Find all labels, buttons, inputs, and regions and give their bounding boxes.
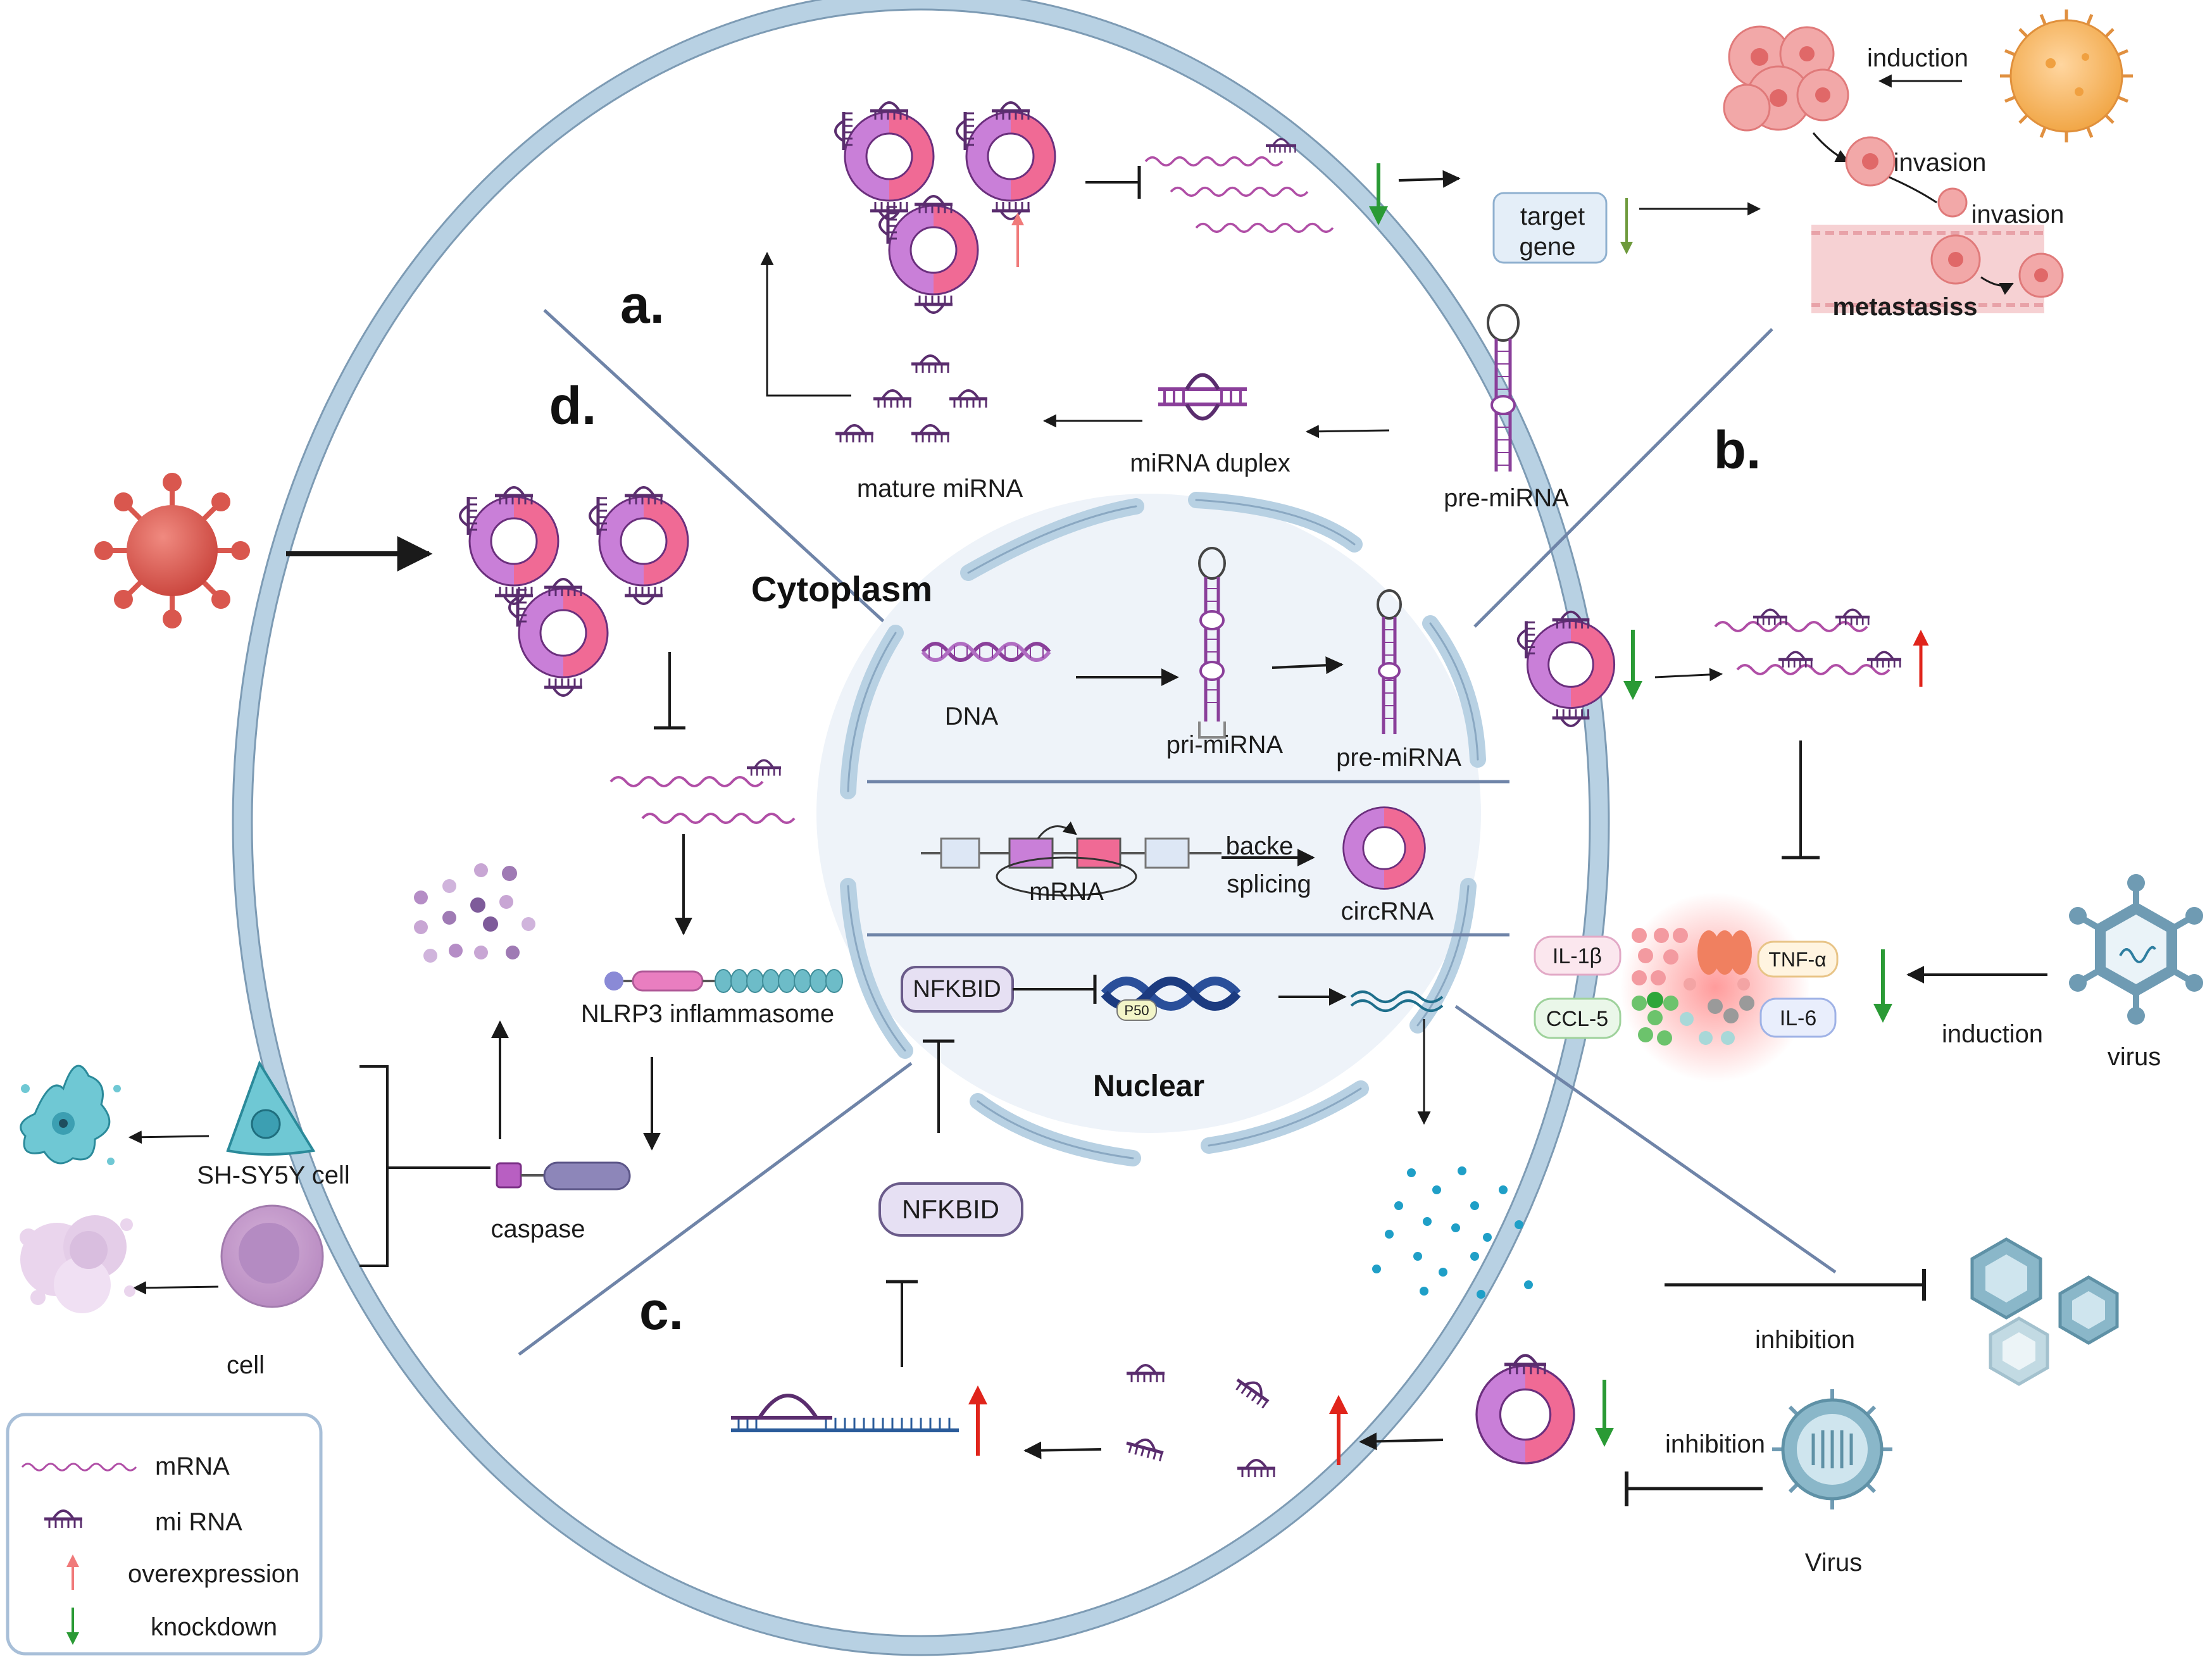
- damaged-shsy5y-cell-icon: [20, 1065, 121, 1165]
- svg-text:gene: gene: [1520, 233, 1576, 261]
- splicing-label: splicing: [1227, 870, 1311, 898]
- backe-label: backe: [1226, 832, 1294, 860]
- p50-label: P50: [1124, 1003, 1149, 1018]
- invasion-label-2: invasion: [1971, 201, 2065, 228]
- nlrp3-label: NLRP3 inflammasome: [581, 1000, 834, 1028]
- panel-b-induction-label: induction: [1942, 1020, 2043, 1048]
- pri-mirna-hairpin-icon: [1198, 547, 1226, 739]
- cytokine-tnfa: TNF-α: [1757, 940, 1839, 978]
- blue-virus-icon: [2069, 874, 2203, 1025]
- dna-label: DNA: [945, 703, 999, 730]
- cell-membrane: [232, 0, 1610, 1656]
- pre-mirna-hairpin-icon: [1377, 589, 1402, 734]
- mrna-label: mRNA: [1029, 878, 1104, 906]
- panel-a-pre-mirna-label: pre-miRNA: [1444, 484, 1569, 512]
- panel-c-mirna-cluster-icon: [1124, 1365, 1275, 1477]
- dna-icon: [921, 642, 1051, 662]
- caspase-label: caspase: [491, 1215, 585, 1243]
- tumor-cell-cluster-icon: [1723, 25, 1849, 132]
- circrna-label: circRNA: [1341, 897, 1434, 925]
- inhibition-label-2: inhibition: [1665, 1430, 1765, 1458]
- nfkbid-box: NFKBID: [901, 966, 1014, 1013]
- panel-d-circrna-cluster: [460, 487, 688, 696]
- panel-a-circrna-cluster: [835, 103, 1055, 313]
- svg-text:IL-6: IL-6: [1780, 1006, 1817, 1030]
- panel-c-virus-icon: [1772, 1389, 1892, 1509]
- shsy5y-label: SH-SY5Y cell: [197, 1161, 350, 1189]
- panel-b-mrna-mirna-icon: [1714, 609, 1901, 675]
- cytoplasm-label: Cytoplasm: [751, 569, 932, 609]
- panel-c-nfkbid-box: NFKBID: [878, 1182, 1023, 1237]
- nlrp3-inflammasome-icon: [604, 969, 843, 993]
- generic-cell-icon: [220, 1204, 324, 1308]
- panel-label-d: d.: [549, 376, 597, 435]
- mature-mirna-cluster-icon: [835, 356, 987, 442]
- p50-dna-icon: P50: [1101, 977, 1241, 1021]
- panel-c-circrna-icon: [1475, 1356, 1575, 1465]
- panel-b-virus-label: virus: [2108, 1043, 2161, 1071]
- legend: mRNA mi RNA overexpression knockdown: [6, 1413, 323, 1656]
- legend-mrna-label: mRNA: [155, 1453, 230, 1480]
- invading-cell-icon: [1845, 136, 1896, 187]
- panel-label-a: a.: [620, 275, 665, 334]
- cell-label: cell: [227, 1351, 265, 1379]
- svg-text:IL-1β: IL-1β: [1553, 944, 1602, 968]
- panel-c-virus-label: Virus: [1805, 1549, 1862, 1577]
- sector-dividers: [518, 309, 1837, 1356]
- legend-knockdown-label: knockdown: [151, 1613, 277, 1641]
- cytokine-il1b: IL-1β: [1534, 935, 1622, 976]
- target-gene-box: target gene: [1492, 192, 1608, 264]
- invasion-label-1: invasion: [1894, 149, 1987, 177]
- legend-mirna-label: mi RNA: [155, 1508, 242, 1536]
- panel-label-c: c.: [639, 1281, 684, 1340]
- exon-structure-icon: [921, 821, 1222, 897]
- nucleus-mrna-wave-icon: [1350, 990, 1444, 1012]
- secreted-particles-icon: [1372, 1166, 1533, 1299]
- pre-mirna-cytoplasm-hairpin-icon: [1487, 304, 1520, 472]
- orange-virus-icon: [2000, 9, 2133, 142]
- svg-text:target: target: [1520, 203, 1585, 230]
- svg-text:NFKBID: NFKBID: [902, 1194, 999, 1224]
- cytokine-il6: IL-6: [1759, 997, 1837, 1038]
- svg-text:TNF-α: TNF-α: [1768, 948, 1826, 971]
- nuclear-label: Nuclear: [1093, 1070, 1204, 1103]
- released-particles-icon: [414, 863, 535, 963]
- cytokine-ccl5: CCL-5: [1534, 997, 1622, 1039]
- svg-text:NFKBID: NFKBID: [913, 976, 1001, 1003]
- pri-mirna-label: pri-miRNA: [1166, 731, 1284, 759]
- legend-overexpression-label: overexpression: [128, 1560, 299, 1588]
- caspase-icon: [496, 1161, 631, 1190]
- panel-a-induction-label: induction: [1867, 44, 1968, 72]
- blood-vessel-icon: [1811, 187, 2064, 313]
- cytokine-cluster-icon: [1620, 892, 1810, 1082]
- svg-text:CCL-5: CCL-5: [1546, 1007, 1608, 1031]
- mature-mirna-label: mature miRNA: [857, 475, 1023, 503]
- nucleus-pre-mirna-label: pre-miRNA: [1336, 744, 1461, 772]
- mirna-duplex-icon: [1158, 373, 1247, 421]
- inhibition-label-1: inhibition: [1755, 1326, 1855, 1354]
- panel-d-mrna-targets-icon: [609, 760, 796, 824]
- virus-particles-cluster-icon: [1970, 1237, 2119, 1386]
- metastasis-label: metastasiss: [1832, 293, 1977, 321]
- mirna-duplex-label: miRNA duplex: [1130, 449, 1290, 477]
- shsy5y-cell-icon: [226, 1060, 316, 1156]
- mirna-mrna-binding-icon: [731, 1394, 959, 1432]
- damaged-cell-icon: [20, 1215, 135, 1313]
- panel-label-b: b.: [1714, 420, 1761, 480]
- red-virus-icon: [94, 473, 250, 628]
